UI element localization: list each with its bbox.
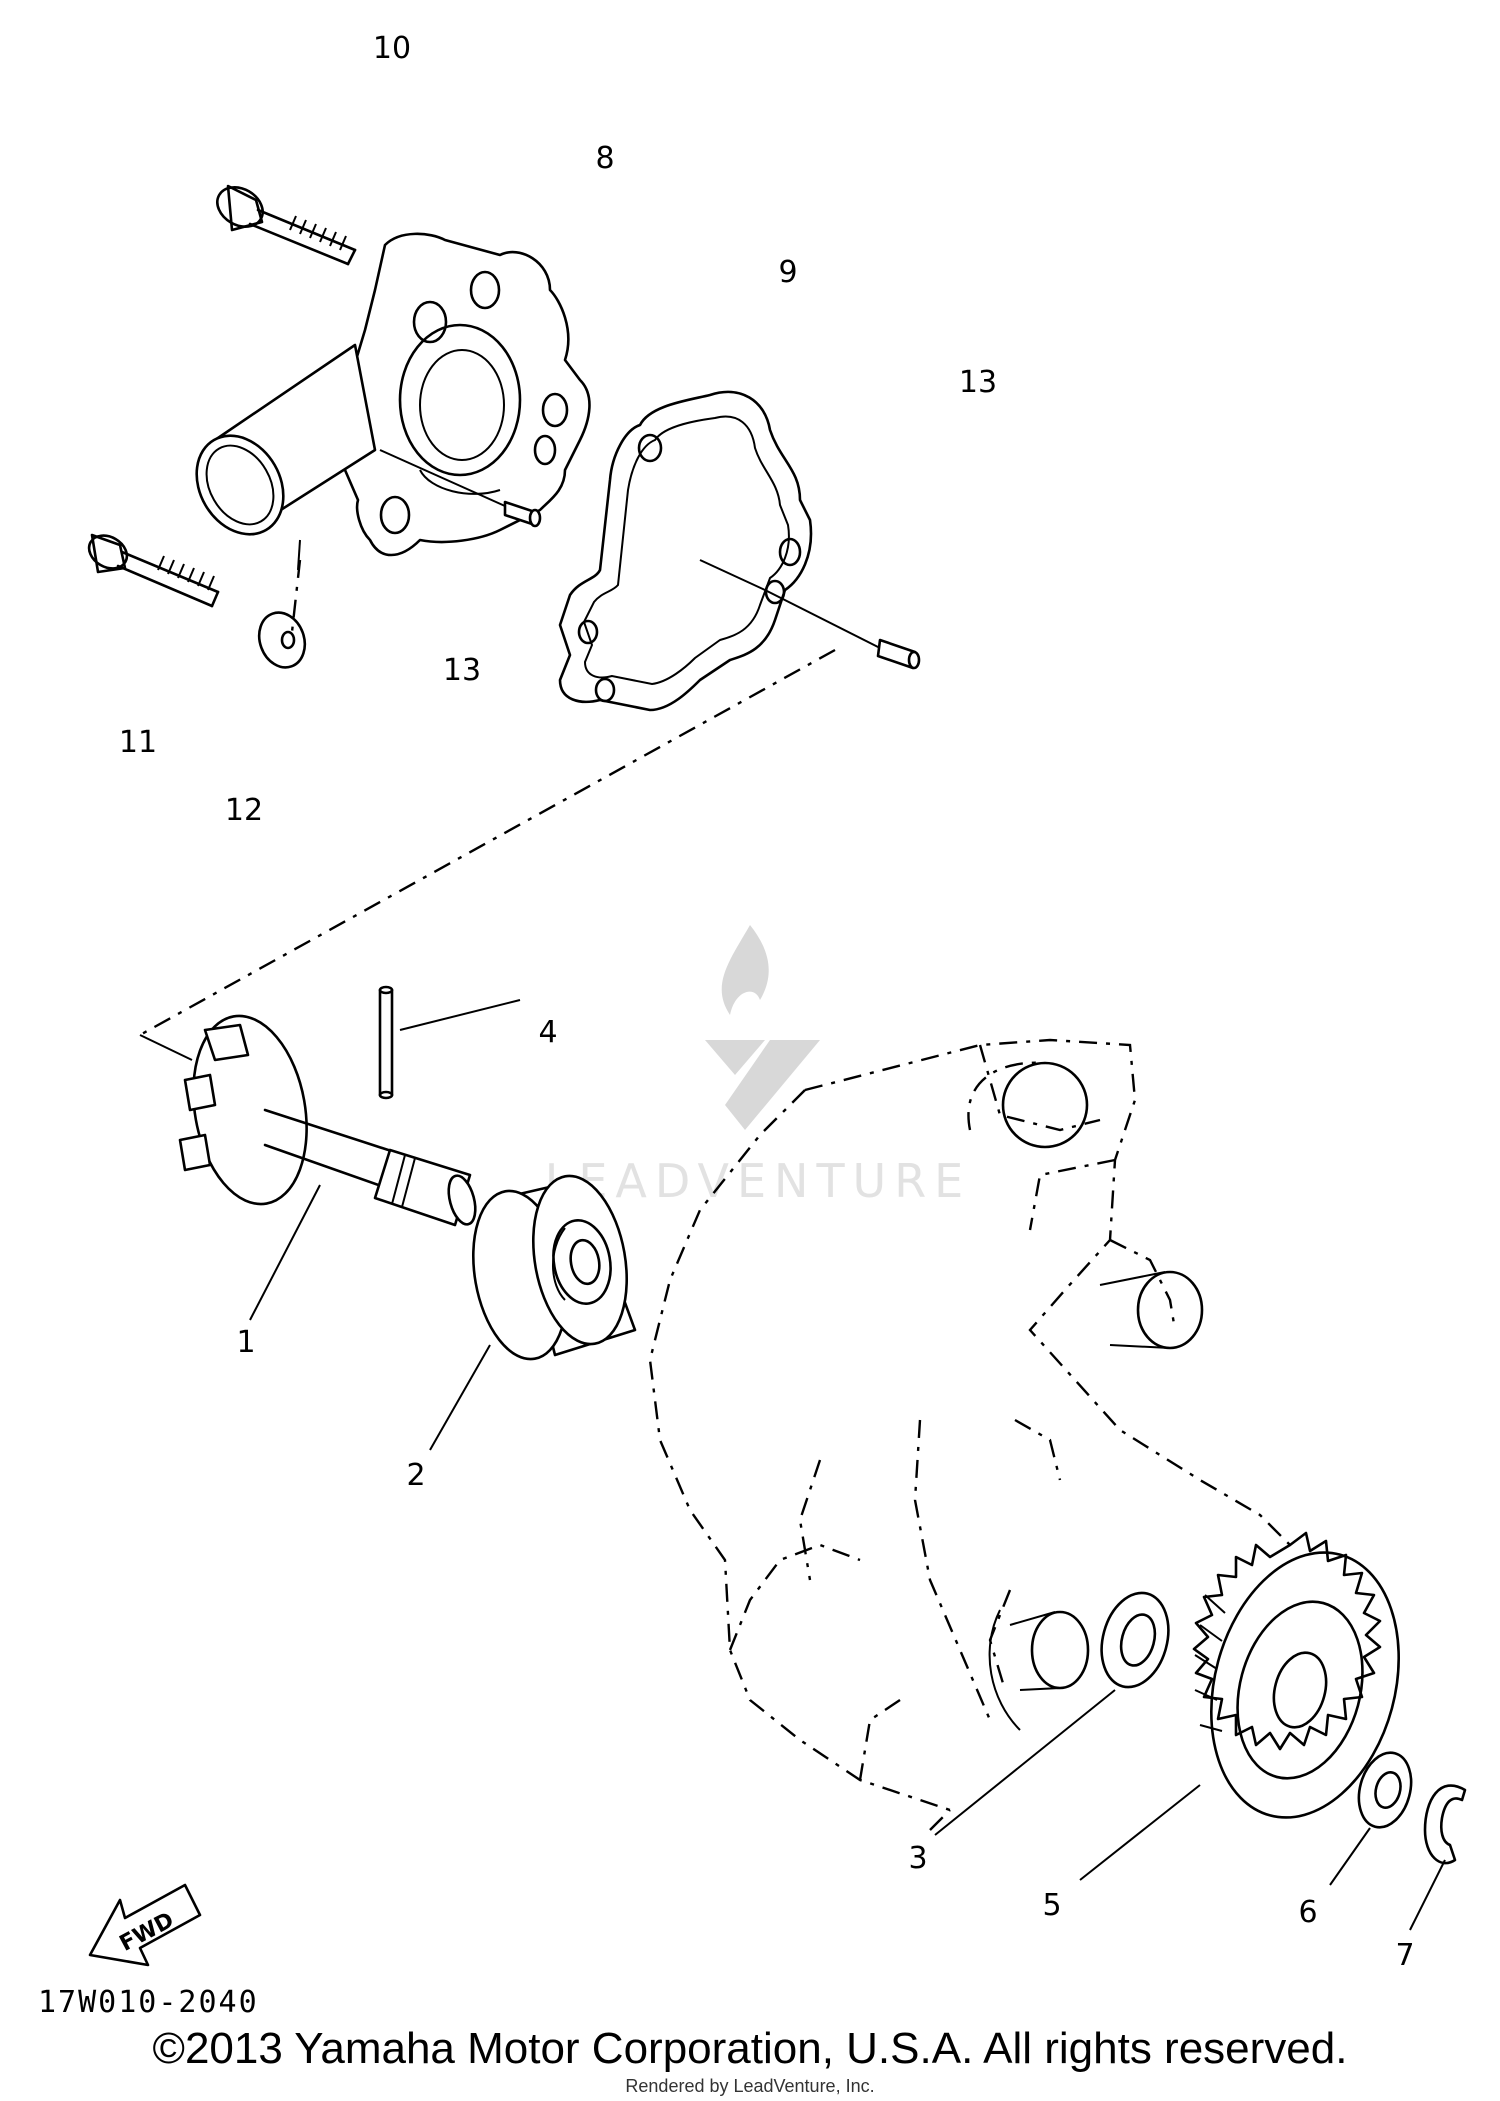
callout-4: 4 (538, 1015, 557, 1050)
assembly-line (139, 648, 836, 1037)
crankcase-outline (648, 1038, 1292, 1831)
callout-9: 9 (778, 255, 797, 290)
callout-8: 8 (595, 141, 614, 176)
callout-7: 7 (1395, 1938, 1414, 1973)
part-4-pin (378, 985, 521, 1100)
copyright-notice: ©2013 Yamaha Motor Corporation, U.S.A. A… (152, 2024, 1348, 2073)
callout-3: 3 (908, 1841, 927, 1876)
callout-12: 12 (225, 793, 263, 828)
flame-icon (721, 925, 769, 1015)
fwd-arrow-icon: FWD (88, 1883, 202, 1967)
part-13-dowel-pin-left (379, 449, 542, 528)
part-10-bolt (216, 184, 357, 266)
callout-11: 11 (119, 725, 157, 760)
part-3-washer (934, 1591, 1170, 1836)
part-8-pump-housing (195, 232, 591, 571)
part-7-circlip (1409, 1784, 1467, 1931)
diagram-code: 17W010-2040 (38, 1985, 259, 2020)
part-12-washer (257, 559, 307, 669)
assembly-line-end (139, 1034, 193, 1061)
part-5-gear (1079, 1531, 1400, 1881)
part-11-bolt (87, 533, 220, 608)
part-6-washer (1329, 1751, 1413, 1886)
callout-6: 6 (1298, 1895, 1317, 1930)
part-13-dowel-pin-right (764, 589, 921, 670)
callout-2: 2 (406, 1458, 425, 1493)
v-logo-icon (705, 1040, 820, 1130)
callout-13-right: 13 (959, 365, 997, 400)
watermark-text: LEADVENTURE (545, 1154, 972, 1208)
callout-13-left: 13 (443, 653, 481, 688)
callout-labels: 10 8 9 13 13 11 12 4 1 2 3 5 6 7 (119, 31, 1415, 1973)
part-9-gasket (558, 390, 813, 712)
callout-5: 5 (1042, 1888, 1061, 1923)
callout-1: 1 (236, 1325, 255, 1360)
rendered-by-notice: Rendered by LeadVenture, Inc. (625, 2076, 875, 2096)
callout-10: 10 (373, 31, 411, 66)
leadventure-watermark: LEADVENTURE (545, 925, 972, 1208)
part-1-impeller-shaft (178, 1014, 477, 1321)
part-2-seal (429, 1174, 637, 1451)
